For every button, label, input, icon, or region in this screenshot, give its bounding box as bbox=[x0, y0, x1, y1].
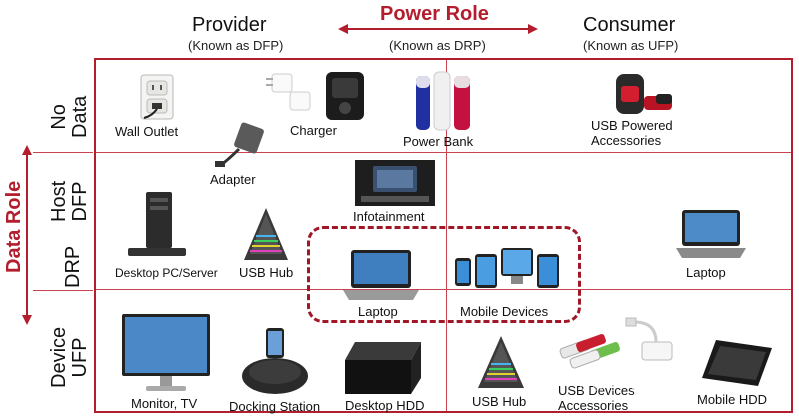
usb-devices-image bbox=[559, 317, 673, 369]
mobile-hdd-label: Mobile HDD bbox=[697, 392, 768, 407]
usb-powered-line-2: Accessories bbox=[591, 132, 662, 148]
provider-subtitle: (Known as DFP) bbox=[188, 38, 284, 53]
desktop-pc-label: Desktop PC/Server bbox=[115, 266, 218, 280]
usb-powered-line-1: USB Powered bbox=[591, 118, 673, 133]
row-label-host: Host bbox=[48, 180, 70, 222]
monitor-tv-label: Monitor, TV bbox=[131, 396, 198, 411]
desktop-hdd-label: Desktop HDD bbox=[345, 398, 425, 413]
grid-line-center bbox=[446, 60, 447, 411]
infotainment-label: Infotainment bbox=[353, 209, 425, 224]
row-label-drp-text: DRP bbox=[62, 245, 84, 288]
laptop-consumer-label: Laptop bbox=[686, 265, 726, 280]
row-separator-left-2 bbox=[33, 290, 93, 291]
infotainment-image bbox=[355, 160, 435, 206]
usb-devices-label: USB Devices Accessories bbox=[558, 383, 635, 414]
docking-station-image bbox=[242, 328, 308, 394]
wall-outlet-label: Wall Outlet bbox=[115, 124, 179, 139]
usb-powered-accessories-label: USB Powered Accessories bbox=[591, 118, 673, 149]
row-label-device: Device bbox=[48, 326, 70, 388]
desktop-pc-image bbox=[128, 192, 186, 256]
usb-hub-top-label: USB Hub bbox=[239, 265, 294, 280]
charger-label: Charger bbox=[290, 123, 337, 138]
usb-powered-accessories-image bbox=[616, 74, 672, 114]
adapter-label: Adapter bbox=[210, 172, 256, 187]
adapter-image bbox=[215, 122, 264, 167]
row-label-no: No bbox=[48, 104, 70, 130]
grid-line-row-2 bbox=[96, 289, 791, 290]
laptop-drp-image bbox=[343, 250, 419, 300]
consumer-subtitle: (Known as UFP) bbox=[583, 38, 679, 53]
usb-hub-bottom-image bbox=[478, 336, 524, 388]
row-label-host-dfp: Host DFP bbox=[48, 180, 91, 222]
row-label-device-ufp: Device UFP bbox=[48, 326, 91, 388]
drp-subtitle: (Known as DRP) bbox=[389, 38, 486, 53]
watermark-text: 公众号 · 码中涂远 bbox=[576, 377, 687, 393]
consumer-title: Consumer bbox=[583, 14, 676, 36]
usb-hub-top-image bbox=[244, 208, 288, 260]
laptop-drp-label: Laptop bbox=[358, 304, 398, 319]
data-role-title: Data Role bbox=[3, 180, 25, 273]
charger-image bbox=[266, 72, 364, 120]
wall-outlet-image bbox=[140, 74, 174, 120]
mobile-devices-label: Mobile Devices bbox=[460, 304, 549, 319]
laptop-consumer-image bbox=[676, 210, 746, 258]
row-label-no-data: No Data bbox=[48, 95, 91, 138]
role-grid-frame bbox=[94, 58, 793, 413]
power-bank-label: Power Bank bbox=[403, 134, 474, 149]
mobile-hdd-image bbox=[702, 340, 772, 386]
desktop-hdd-image bbox=[345, 342, 421, 394]
drp-highlight-box bbox=[307, 226, 581, 323]
power-bank-image bbox=[416, 71, 470, 131]
provider-title: Provider bbox=[192, 14, 267, 36]
row-label-dfp: DFP bbox=[69, 181, 91, 222]
grid-line-row-1 bbox=[96, 152, 791, 153]
row-label-ufp: UFP bbox=[69, 337, 91, 378]
row-label-data: Data bbox=[69, 95, 91, 138]
usb-devices-line-1: USB Devices bbox=[558, 383, 635, 398]
mobile-devices-image bbox=[455, 248, 559, 288]
usb-devices-line-2: Accessories bbox=[558, 397, 629, 413]
power-role-arrow bbox=[338, 24, 538, 34]
power-role-title: Power Role bbox=[380, 3, 489, 25]
data-role-arrow bbox=[22, 145, 32, 325]
row-label-drp: DRP bbox=[62, 245, 84, 288]
docking-station-label: Docking Station bbox=[229, 399, 321, 414]
usb-hub-bottom-label: USB Hub bbox=[472, 394, 527, 409]
monitor-tv-image bbox=[122, 314, 210, 391]
row-separator-left-1 bbox=[33, 152, 93, 153]
